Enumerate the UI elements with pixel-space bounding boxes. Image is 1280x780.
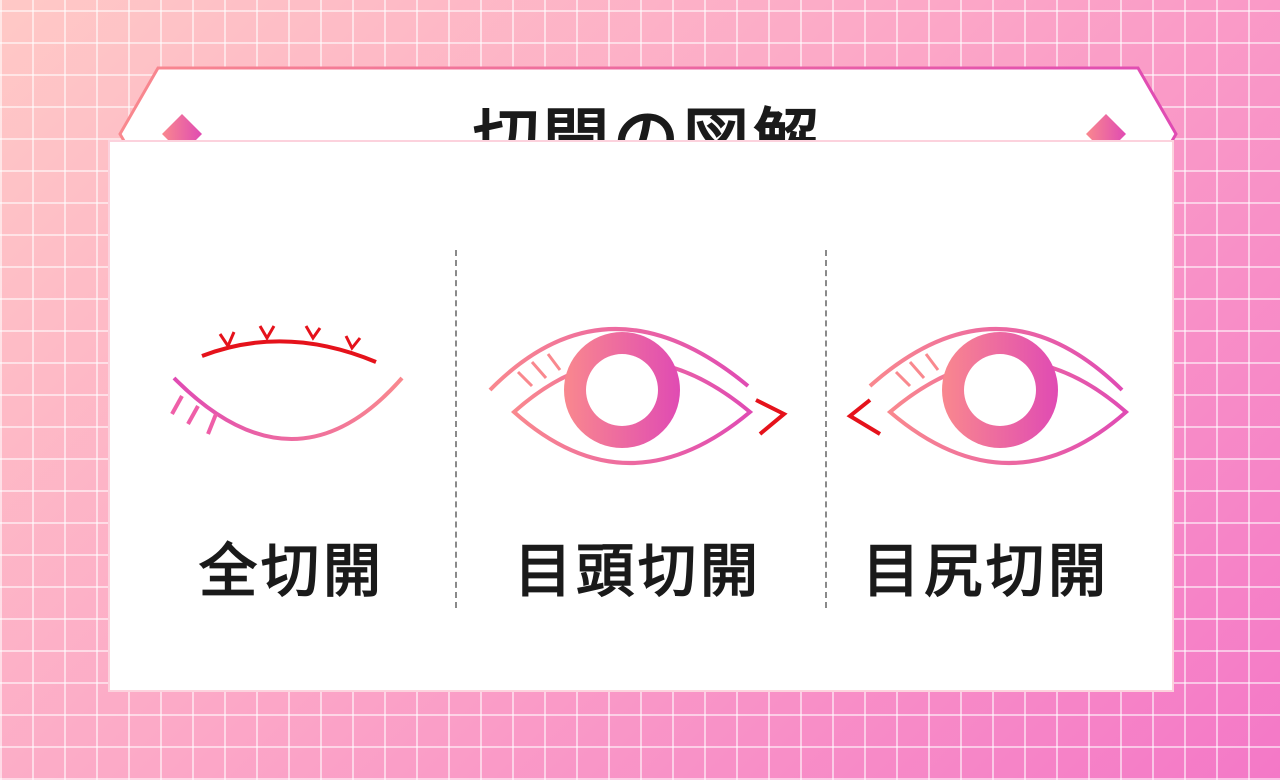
incision-mark-icon [846, 398, 882, 436]
panel-label-full-incision: 全切開 [198, 537, 385, 605]
panel-label-outer-corner-incision: 目尻切開 [861, 537, 1110, 605]
panel-divider [825, 250, 827, 608]
incision-mark-icon [201, 325, 377, 364]
open-eye-icon [488, 327, 788, 465]
panel-label-inner-corner-incision: 目頭切開 [513, 537, 762, 605]
open-eye-icon [846, 327, 1130, 465]
incision-mark-icon [755, 398, 788, 436]
closed-eye-icon [170, 325, 404, 441]
panel-divider [455, 250, 457, 608]
